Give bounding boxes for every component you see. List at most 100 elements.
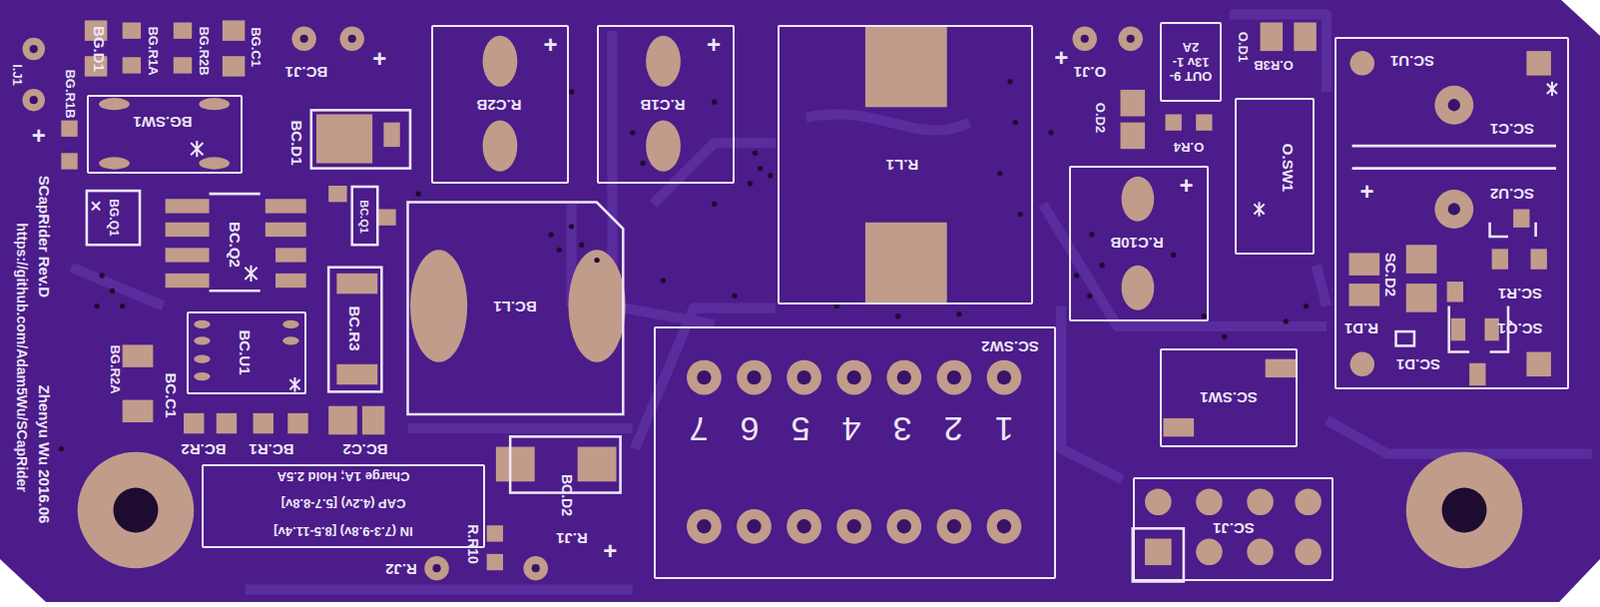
copper-pad	[265, 198, 307, 213]
silkscreen-label: BC.D2	[558, 474, 574, 517]
copper-pad	[122, 400, 154, 423]
switch-pin	[796, 370, 811, 385]
inductor-outline: BC.L1	[406, 200, 625, 417]
switch-pin	[746, 370, 761, 385]
pin-number: 4	[842, 409, 862, 447]
copper-trace	[806, 113, 971, 130]
designator-text: SC.U1	[1390, 52, 1435, 70]
silkscreen-label: SCapRider Rev.D	[35, 175, 53, 298]
designator-text: SC.SW2	[981, 338, 1040, 356]
copper-pad	[1526, 352, 1552, 378]
polarity-mark: +	[1054, 44, 1068, 71]
pin-number: 5	[791, 409, 811, 447]
copper-pad	[1121, 176, 1155, 222]
component-outline: SC.SW1	[1159, 348, 1298, 447]
copper-pad	[1434, 85, 1474, 125]
designator-text: R.C10B	[1110, 233, 1164, 251]
switch-pin	[1144, 538, 1172, 566]
copper-pad	[328, 406, 358, 436]
via	[119, 303, 125, 309]
copper-pad	[487, 553, 504, 570]
copper-pad	[275, 247, 307, 262]
copper-pad	[362, 406, 385, 436]
silkscreen-label: BG.R2A	[106, 344, 121, 394]
copper-pad	[1447, 281, 1464, 302]
via	[834, 303, 840, 309]
copper-trace	[71, 267, 164, 307]
switch-pin	[897, 370, 912, 385]
designator-text: SC.Q1	[1497, 319, 1543, 337]
via	[1221, 334, 1227, 340]
switch-pin	[300, 34, 309, 43]
component-outline: BC.U1	[186, 311, 307, 396]
copper-pad	[60, 152, 77, 169]
switch-pin	[1195, 538, 1223, 566]
copper-pad	[1406, 244, 1438, 274]
copper-trace	[1326, 420, 1593, 455]
polarity-mark: +	[602, 537, 617, 564]
copper-pad	[173, 21, 192, 38]
silkscreen-outline	[352, 186, 379, 245]
copper-trace	[71, 13, 1593, 589]
switch-pin	[987, 509, 1023, 544]
via	[757, 165, 763, 171]
copper-pad	[1117, 26, 1143, 52]
switch-pin	[897, 519, 912, 534]
switch-pin	[796, 519, 811, 534]
via	[58, 78, 1310, 452]
designator-text: R.C1B	[639, 95, 685, 113]
designator-text: SC.C1	[1489, 120, 1534, 138]
via	[109, 288, 115, 294]
copper-pad	[198, 97, 230, 110]
copper-pad	[1350, 352, 1376, 378]
switch-pin	[348, 34, 357, 43]
designator-text: R.C2B	[477, 95, 523, 113]
copper-trace	[1316, 265, 1327, 307]
copper-pad	[865, 222, 948, 305]
via	[629, 129, 635, 135]
switch-pin	[746, 519, 761, 534]
silkscreen-label: BC.R3	[345, 306, 363, 352]
silkscreen-outline	[1132, 528, 1184, 581]
copper-pad	[1293, 21, 1316, 51]
switch-pin	[1126, 34, 1135, 43]
switch-pin	[696, 370, 711, 385]
copper-pad	[216, 413, 237, 434]
switch-pin	[736, 360, 772, 396]
pin1-mark	[1547, 81, 1558, 96]
copper-pad	[222, 19, 245, 40]
switch-pin	[686, 509, 722, 544]
copper-pad	[122, 344, 154, 367]
via	[747, 180, 753, 186]
via	[752, 150, 758, 156]
silkscreen-label: BC.R2	[181, 440, 227, 458]
copper-trace	[1061, 306, 1122, 481]
copper-trace	[611, 30, 714, 325]
silkscreen-label: BG.D1	[90, 25, 108, 72]
silkscreen-label: R.J2	[385, 560, 418, 578]
mounting-hole	[1406, 452, 1524, 568]
copper-pad	[1492, 248, 1509, 269]
silkscreen-label: BC.R1	[248, 440, 294, 458]
component-outline: R.C2B +	[431, 24, 569, 184]
copper-pad	[1484, 318, 1499, 341]
via	[1007, 78, 1013, 84]
pin1-mark	[1253, 201, 1264, 216]
via	[997, 170, 1003, 176]
copper-trace	[244, 584, 632, 595]
designator-text: OUT 9-13v 1-2A	[1165, 39, 1216, 83]
pin-number: +	[543, 31, 558, 58]
component-outline: R.C10B+	[1068, 165, 1209, 322]
pin-number: 2	[944, 409, 964, 447]
copper-pad	[567, 249, 625, 362]
via	[1170, 252, 1176, 258]
pin-number: +	[706, 31, 721, 58]
switch-pin	[997, 519, 1012, 534]
via	[731, 293, 737, 299]
copper-pad	[483, 35, 519, 87]
switch-pin	[1080, 34, 1089, 43]
copper-pad	[1260, 21, 1283, 51]
silkscreen-label: BG.C1	[247, 26, 262, 67]
silkscreen-label: BC.D1	[288, 120, 306, 166]
